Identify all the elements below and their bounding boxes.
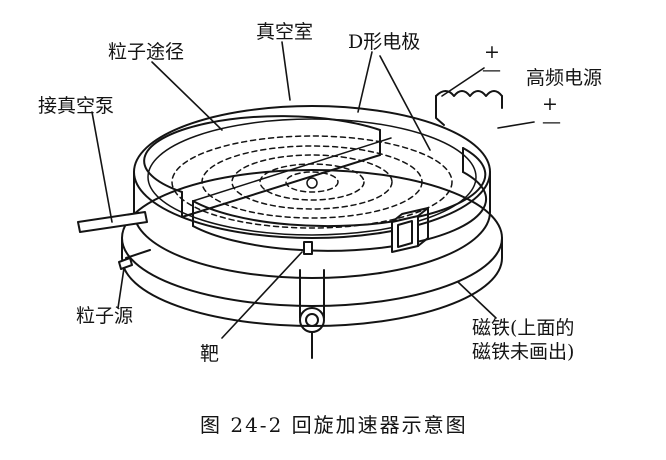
label-minus-bottom: —	[542, 111, 561, 133]
leader-d-electrode-a	[357, 51, 373, 113]
label-minus-top: —	[482, 59, 501, 81]
label-hf-source: 高频电源	[526, 67, 602, 89]
labels: 真空室 粒子途径 D形电极 接真空泵 高频电源 + — + — 粒子源 靶 磁铁…	[38, 21, 602, 437]
target-assembly	[299, 241, 325, 359]
label-magnet-line2: 磁铁未画出)	[472, 341, 574, 363]
leader-hf-minus	[497, 121, 535, 129]
particle-source-center	[306, 177, 318, 189]
label-connect-pump: 接真空泵	[38, 95, 114, 117]
particle-source-device	[118, 249, 151, 270]
label-plus-top: +	[484, 41, 500, 63]
leader-d-electrode-b	[379, 55, 431, 151]
exit-channel	[391, 207, 429, 253]
leader-hf-plus	[441, 67, 485, 97]
leader-magnet	[457, 281, 497, 319]
leader-vacuum-pump	[91, 111, 113, 223]
cyclotron-drawing	[77, 90, 503, 359]
hf-source-coil	[435, 90, 503, 126]
label-particle-path: 粒子途径	[108, 41, 184, 63]
label-plus-bottom: +	[542, 93, 558, 115]
leader-lines	[91, 41, 535, 339]
label-vacuum-chamber: 真空室	[256, 21, 313, 43]
label-target: 靶	[200, 343, 219, 365]
leader-particle-path	[151, 61, 223, 131]
leader-target	[221, 251, 303, 339]
leader-particle-source	[117, 267, 125, 309]
label-magnet-line1: 磁铁(上面的	[472, 317, 574, 339]
label-d-electrode: D形电极	[348, 31, 420, 53]
label-particle-source: 粒子源	[76, 305, 133, 327]
particle-spiral	[171, 135, 453, 229]
vacuum-chamber	[133, 105, 491, 279]
figure-caption: 图 24-2 回旋加速器示意图	[200, 413, 468, 437]
leader-vacuum-chamber	[281, 41, 291, 101]
